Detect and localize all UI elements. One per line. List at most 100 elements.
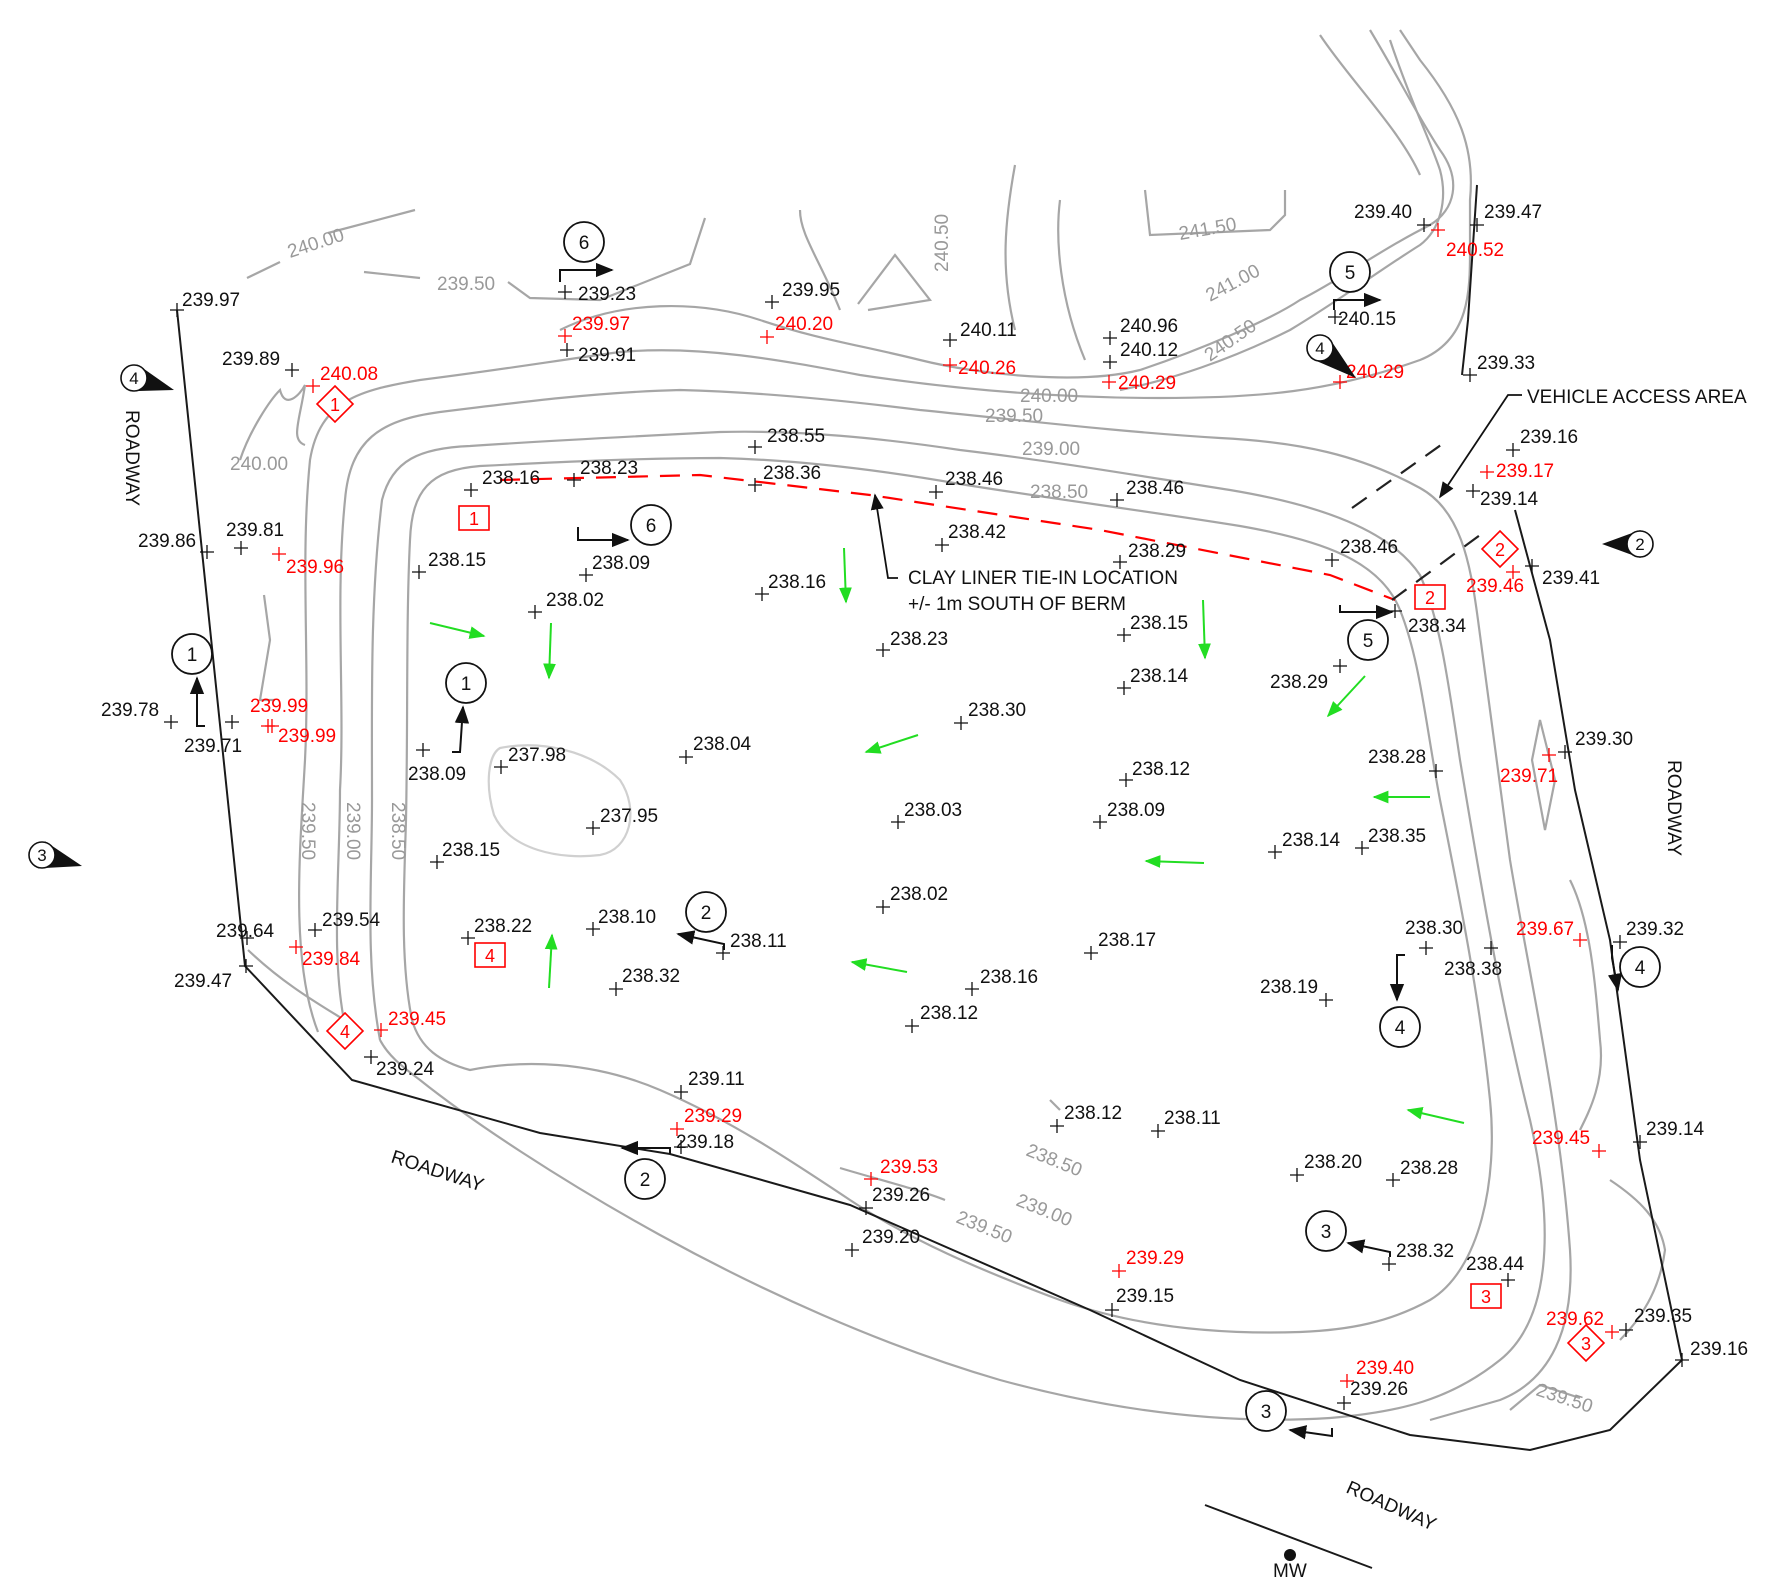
existing-elevation-label: 238.17 [1098,930,1156,951]
existing-survey-mark [943,333,957,347]
notes: CLAY LINER TIE-IN LOCATION +/- 1m SOUTH … [908,387,1747,1577]
existing-survey-mark [679,750,693,764]
existing-survey-mark [935,538,949,552]
existing-elevation-label: 239.78 [101,700,159,721]
existing-survey-mark [1506,443,1520,457]
existing-elevation-label: 238.23 [890,629,948,650]
existing-survey-mark [461,931,475,945]
existing-survey-mark [170,303,184,317]
existing-elevation-label: 239.47 [174,971,232,992]
existing-elevation-label: 238.55 [767,426,825,447]
existing-elevation-label: 238.22 [474,916,532,937]
contour-label: 238.50 [1023,1140,1085,1181]
design-elevation-label: 240.20 [775,314,833,335]
existing-survey-mark [225,715,239,729]
existing-survey-mark [929,485,943,499]
design-diamond [1566,1323,1606,1363]
existing-survey-mark [674,1085,688,1099]
existing-elevation-label: 237.98 [508,745,566,766]
clay-liner-note-offset: +/- 1m SOUTH OF BERM [908,594,1126,615]
existing-survey-mark [1117,628,1131,642]
existing-survey-mark [240,931,254,945]
contour-label: 241.00 [1202,261,1263,307]
existing-survey-mark [430,855,444,869]
existing-survey-mark [528,605,542,619]
section-callout-arrow [1333,292,1382,310]
design-elevation-label: 239.99 [278,726,336,747]
view-marker-circle [1306,334,1334,362]
existing-survey-mark [200,545,214,559]
existing-elevation-label: 238.29 [1270,672,1328,693]
design-elevation-label: 239.67 [1516,919,1574,940]
section-callout-number: 3 [1321,1222,1332,1243]
existing-survey-mark [1268,845,1282,859]
monitoring-well-label: MW [1273,1561,1307,1577]
existing-elevation-label: 240.12 [1120,340,1178,361]
design-elevation-label: 239.99 [250,696,308,717]
view-marker-circle [1626,530,1654,558]
section-callout-circle [1305,1210,1347,1252]
existing-survey-mark [1328,310,1342,324]
tie-in-square [1470,1283,1502,1309]
existing-elevation-label: 239.33 [1477,353,1535,374]
section-callout-arrow [1339,604,1394,620]
existing-elevation-label: 238.15 [1130,613,1188,634]
section-callout-number: 1 [187,645,198,666]
section-callout-circle [1347,619,1389,661]
tie-in-number: 4 [485,946,495,966]
section-callout-circle [685,891,727,933]
existing-survey-mark [905,1019,919,1033]
existing-survey-mark [364,1050,378,1064]
existing-elevation-label: 238.35 [1368,826,1426,847]
existing-elevation-label: 238.11 [730,931,787,952]
existing-survey-mark [1355,841,1369,855]
existing-elevation-label: 238.12 [1064,1103,1122,1124]
existing-survey-mark [1466,484,1480,498]
existing-survey-mark [1333,659,1347,673]
existing-survey-mark [1337,1396,1351,1410]
existing-survey-mark [1386,1173,1400,1187]
existing-elevation-label: 239.24 [376,1059,435,1080]
section-callout-circle [624,1158,666,1200]
section-callout-circle [1619,946,1661,988]
existing-survey-mark [674,1140,688,1154]
flow-arrow [429,622,486,639]
tie-in-number: 1 [469,509,479,529]
existing-elevation-label: 238.46 [1126,478,1184,499]
existing-elevation-label: 239.81 [226,520,284,541]
existing-elevation-label: 238.16 [768,572,826,593]
existing-elevation-label: 239.91 [578,345,636,366]
section-callout-arrow [620,1140,671,1156]
section-callout-arrow [1607,945,1623,992]
flow-arrow [1326,675,1366,718]
section-callout-number: 4 [1395,1018,1406,1039]
existing-elevation-label: 238.09 [1107,800,1165,821]
section-callout-number: 6 [579,233,590,254]
existing-elevation-label: 238.32 [622,966,680,987]
clay-liner-tie-in-line [499,473,1396,602]
existing-survey-mark [748,478,762,492]
vehicle-access-leader [1439,394,1522,499]
existing-elevation-label: 239.15 [1116,1286,1174,1307]
view-marker-circle [120,364,148,392]
design-survey-mark [1592,1144,1606,1158]
existing-survey-mark [845,1243,859,1257]
view-marker-number: 3 [37,846,46,865]
existing-survey-mark [1290,1168,1304,1182]
existing-elevation-label: 238.12 [1132,759,1190,780]
section-callout-arrow [1346,1239,1391,1257]
design-survey-mark [306,379,320,393]
existing-elevation-label: 238.04 [693,734,752,755]
existing-elevation-label: 238.16 [980,967,1038,988]
design-survey-mark [1506,565,1520,579]
existing-survey-mark [765,295,779,309]
existing-survey-mark [586,821,600,835]
existing-elevation-label: 238.02 [890,884,948,905]
roadway-label-west: ROADWAY [121,410,142,506]
existing-survey-mark [1113,555,1127,569]
diamond-number: 2 [1495,540,1505,560]
design-elevation-label: 239.40 [1356,1358,1414,1379]
contour-label: 238.50 [1030,482,1088,503]
existing-survey-mark [308,923,322,937]
